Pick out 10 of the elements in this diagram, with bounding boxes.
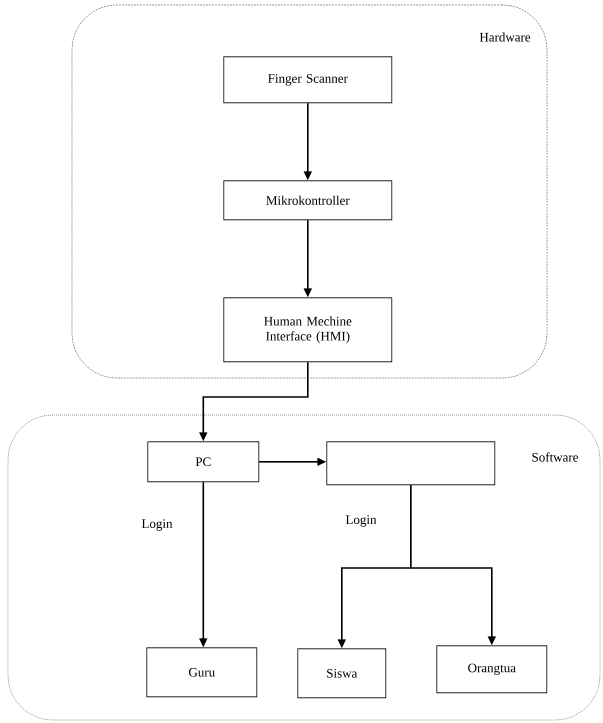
user-box: Orangtua bbox=[436, 645, 548, 694]
user-box: Siswa bbox=[297, 648, 386, 698]
user-box: Guru bbox=[146, 647, 258, 698]
edge-label: Login bbox=[140, 518, 174, 532]
process-box: Human Mechine Interface (HMI) bbox=[223, 297, 392, 362]
process-box: Finger Scanner bbox=[223, 56, 392, 104]
edge-label: Login bbox=[344, 514, 378, 528]
process-box: PC bbox=[147, 441, 260, 482]
process-box bbox=[326, 441, 496, 486]
process-box: Mikrokontroller bbox=[223, 180, 392, 220]
